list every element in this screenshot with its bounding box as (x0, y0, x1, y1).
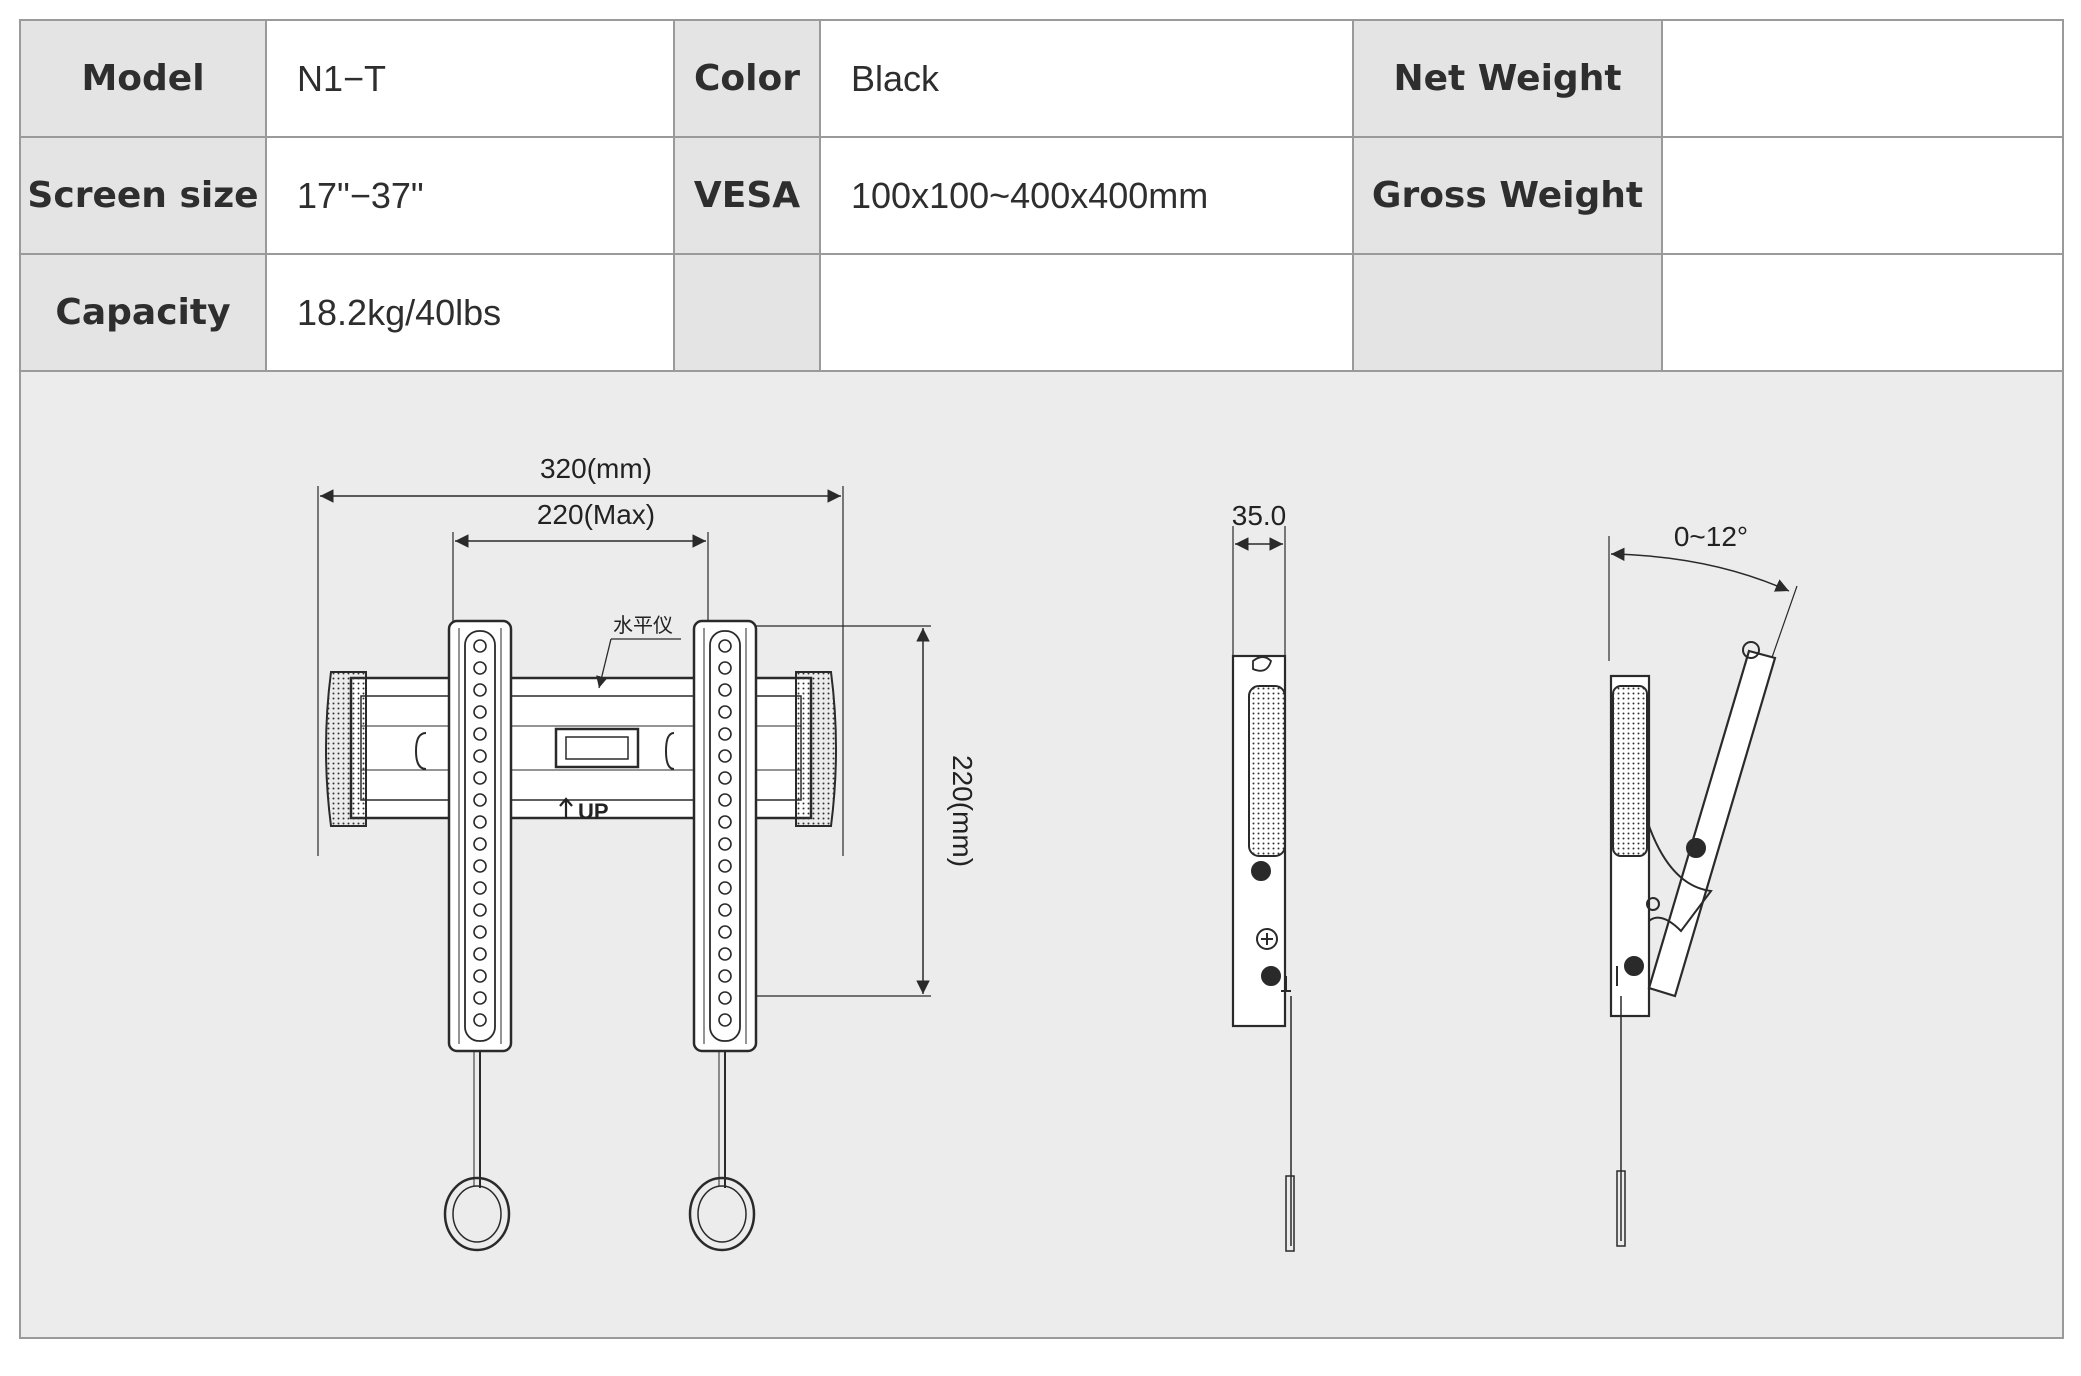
spec-sheet: Model N1−T Color Black Net Weight Screen… (19, 19, 2064, 1339)
arm-hole (718, 881, 732, 895)
arm-hole (473, 727, 487, 741)
arm-hole (718, 1013, 732, 1027)
arm-hole (473, 639, 487, 653)
up-marker-label: UP (578, 799, 609, 824)
arm-hole (473, 903, 487, 917)
arm-hole (718, 727, 732, 741)
net-weight-label: Net Weight (1352, 21, 1663, 138)
screen-size-label: Screen size (21, 136, 267, 255)
arm-hole (473, 815, 487, 829)
arm-hole (473, 925, 487, 939)
arm-hole (718, 837, 732, 851)
height-dimension-label: 220(mm) (947, 755, 978, 867)
arm-hole (473, 793, 487, 807)
vesa-value: 100x100~400x400mm (819, 136, 1354, 255)
empty-value-2 (1661, 253, 2062, 372)
arm-hole (718, 793, 732, 807)
arm-hole (718, 749, 732, 763)
model-value: N1−T (265, 21, 675, 138)
arm-hole (473, 771, 487, 785)
screen-size-value: 17"−37" (265, 136, 675, 255)
arm-hole (718, 639, 732, 653)
depth-dimension-label: 35.0 (1232, 500, 1287, 531)
technical-drawing: 320(mm) 220(Max) 220(mm) 水平仪 UP 35.0 (317, 453, 1798, 1252)
arm-hole (473, 881, 487, 895)
arm-hole (718, 859, 732, 873)
max-spacing-dimension-label: 220(Max) (537, 499, 655, 530)
tilt-range-label: 0~12° (1674, 521, 1748, 552)
gross-weight-label: Gross Weight (1352, 136, 1663, 255)
arm-hole (718, 903, 732, 917)
vesa-label: VESA (673, 136, 821, 255)
arm-hole (718, 705, 732, 719)
front-view (317, 486, 931, 1252)
arm-hole (718, 771, 732, 785)
arm-hole (718, 947, 732, 961)
arm-hole (473, 749, 487, 763)
arm-hole (718, 969, 732, 983)
capacity-value: 18.2kg/40lbs (265, 253, 675, 372)
arm-hole (473, 991, 487, 1005)
arm-hole (718, 661, 732, 675)
arm-hole (473, 683, 487, 697)
level-indicator-label: 水平仪 (613, 613, 673, 637)
arm-hole (718, 925, 732, 939)
spec-table: Model N1−T Color Black Net Weight Screen… (21, 21, 2062, 372)
up-arrow-icon (559, 797, 573, 818)
arm-hole (473, 705, 487, 719)
model-label: Model (21, 21, 267, 138)
side-view (1231, 526, 1295, 1252)
tilt-view (1608, 536, 1798, 1247)
arm-hole (473, 969, 487, 983)
color-label: Color (673, 21, 821, 138)
net-weight-value (1661, 21, 2062, 138)
spec-row-model: Model N1−T Color Black Net Weight (21, 21, 2062, 138)
arm-hole (718, 683, 732, 697)
color-value: Black (819, 21, 1354, 138)
arm-hole (473, 947, 487, 961)
arm-hole (473, 859, 487, 873)
spec-row-capacity: Capacity 18.2kg/40lbs (21, 253, 2062, 372)
empty-label-2 (1352, 253, 1663, 372)
spec-row-screen-size: Screen size 17"−37" VESA 100x100~400x400… (21, 136, 2062, 255)
capacity-label: Capacity (21, 253, 267, 372)
empty-label-1 (673, 253, 821, 372)
arm-hole (718, 815, 732, 829)
arm-hole (473, 1013, 487, 1027)
arm-hole (473, 837, 487, 851)
arm-holes (473, 639, 732, 1027)
arm-hole (473, 661, 487, 675)
width-dimension-label: 320(mm) (540, 453, 652, 484)
arm-hole (718, 991, 732, 1005)
gross-weight-value (1661, 136, 2062, 255)
empty-value-1 (819, 253, 1354, 372)
